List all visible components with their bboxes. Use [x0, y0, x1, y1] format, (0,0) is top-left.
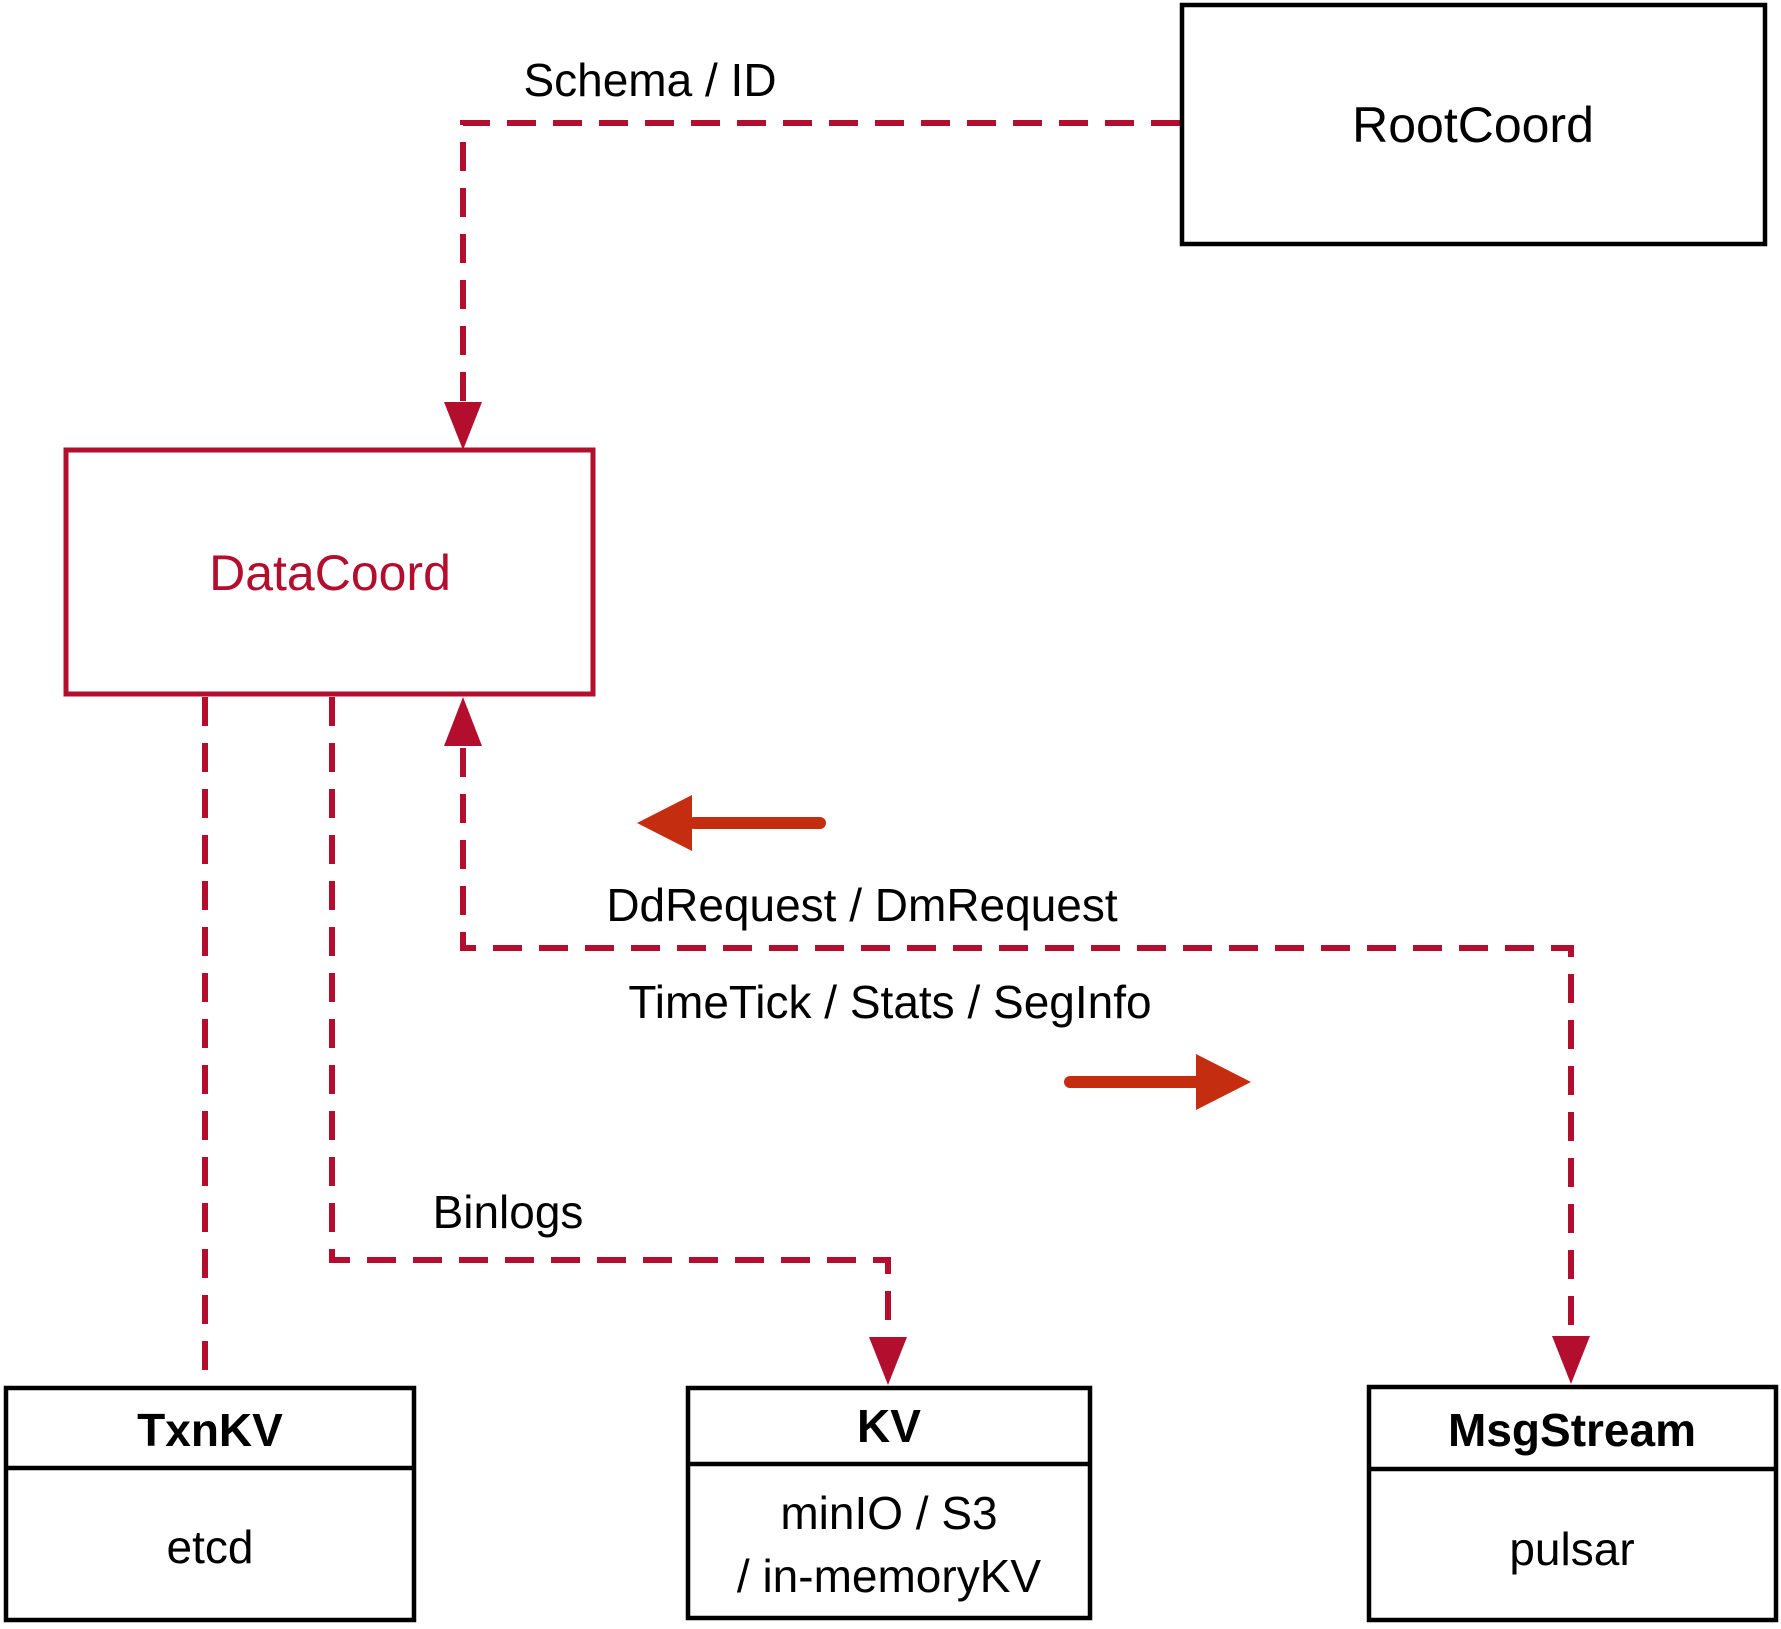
datacoord-node: DataCoord: [63, 447, 596, 697]
kv-node: KV minIO / S3 / in-memoryKV: [685, 1385, 1093, 1621]
ddrequest-dmrequest-label: DdRequest / DmRequest: [606, 879, 1118, 931]
msgstream-box: [1366, 1384, 1779, 1623]
binlogs-label: Binlogs: [433, 1186, 584, 1238]
kv-title: KV: [857, 1400, 921, 1452]
msgstream-body: pulsar: [1509, 1523, 1634, 1575]
msgstream-title: MsgStream: [1448, 1404, 1696, 1456]
arrowhead-down-into-datacoord-icon: [444, 402, 482, 450]
kv-body-line1: minIO / S3: [780, 1487, 997, 1539]
txnkv-box: [3, 1385, 417, 1623]
edge-rootcoord-to-datacoord: [460, 120, 1180, 404]
edge-datacoord-to-kv: [329, 697, 891, 1338]
datacoord-box: [63, 447, 596, 697]
right-arrow-head: [1196, 1054, 1251, 1110]
schema-id-label: Schema / ID: [523, 54, 776, 106]
msgstream-node: MsgStream pulsar: [1366, 1384, 1779, 1623]
timetick-stats-seginfo-label: TimeTick / Stats / SegInfo: [628, 976, 1151, 1028]
rootcoord-box: [1179, 2, 1768, 247]
arrowhead-down-into-kv-icon: [869, 1337, 907, 1385]
kv-body-line2: / in-memoryKV: [737, 1550, 1041, 1602]
edge-datacoord-msgstream: [460, 748, 1574, 1338]
txnkv-body: etcd: [167, 1521, 254, 1573]
txnkv-node: TxnKV etcd: [3, 1385, 417, 1623]
left-direction-arrow-icon: [637, 795, 826, 851]
datacoord-title: DataCoord: [209, 545, 451, 601]
txnkv-title: TxnKV: [137, 1404, 283, 1456]
arrowhead-down-into-msgstream-icon: [1552, 1336, 1590, 1384]
left-arrow-head: [637, 795, 692, 851]
rootcoord-title: RootCoord: [1352, 97, 1594, 153]
kv-box: [685, 1385, 1093, 1621]
arrowhead-up-into-datacoord-icon: [444, 697, 482, 746]
right-direction-arrow-icon: [1064, 1054, 1251, 1110]
rootcoord-node: RootCoord: [1179, 2, 1768, 247]
